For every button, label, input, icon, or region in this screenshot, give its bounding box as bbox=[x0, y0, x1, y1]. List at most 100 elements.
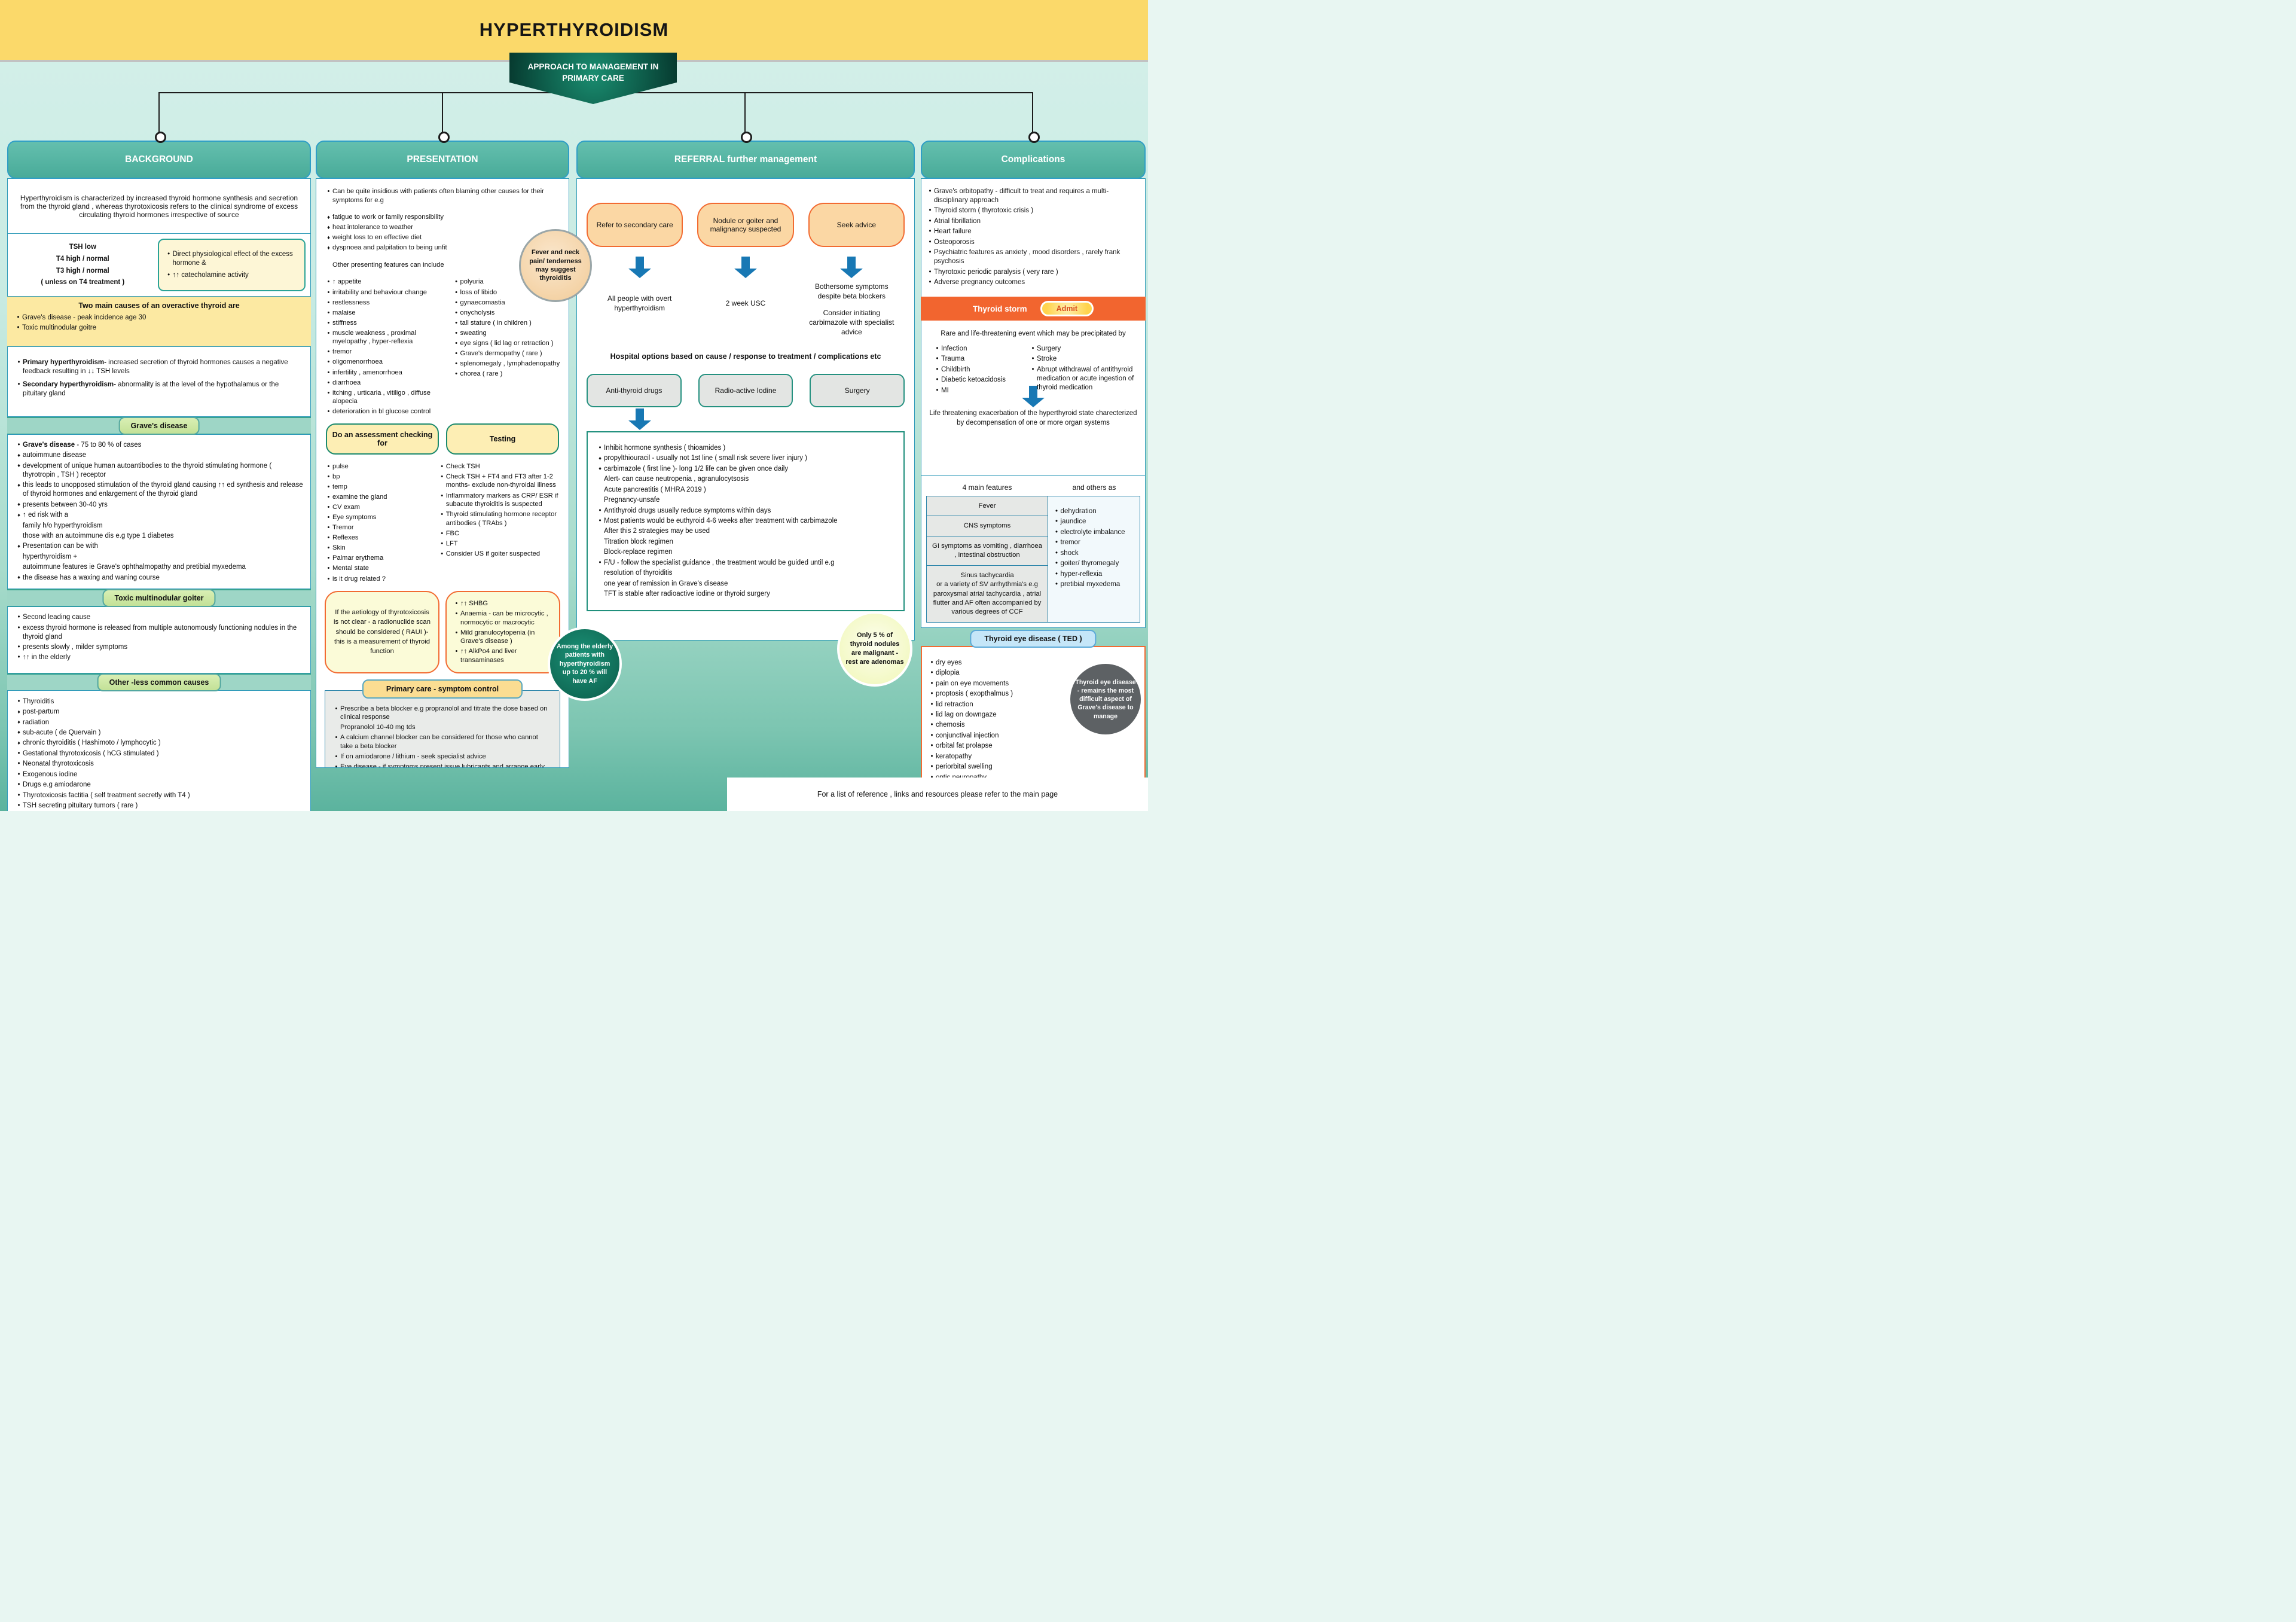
callout-fever-thyroiditis: Fever and neck pain/ tenderness may sugg… bbox=[519, 229, 592, 302]
two-main-causes-box: Two main causes of an overactive thyroid… bbox=[7, 295, 311, 347]
ted-gap: Thyroid eye disease ( TED ) bbox=[921, 628, 1146, 648]
pill-other-less-common-causes: Other -less common causes bbox=[97, 673, 221, 691]
header-background: BACKGROUND bbox=[7, 141, 311, 179]
section-referral: REFERRAL further management Refer to sec… bbox=[576, 141, 915, 641]
labs-box: •↑↑ SHBG•Anaemia - can be microcytic , n… bbox=[445, 590, 560, 673]
treatment-arrow-row bbox=[587, 408, 905, 431]
connector-drop-background bbox=[158, 92, 160, 134]
connector-drop-presentation bbox=[442, 92, 443, 134]
assessment-testing-columns: •pulse•bp•temp•examine the gland•CV exam… bbox=[325, 461, 560, 584]
connector-drop-referral bbox=[744, 92, 746, 134]
two-main-causes-list: •Grave's disease - peak incidence age 30… bbox=[17, 313, 146, 331]
assessment-title-box: Do an assessment checking for bbox=[326, 423, 439, 455]
assessment-list: •pulse•bp•temp•examine the gland•CV exam… bbox=[327, 462, 387, 583]
tmg-list: •Second leading cause•excess thyroid hor… bbox=[7, 606, 311, 673]
section-presentation: PRESENTATION •Can be quite insidious wit… bbox=[316, 141, 569, 768]
caption-overt: All people with overt hyperthyroidism bbox=[607, 294, 672, 312]
surgery-box: Surgery bbox=[810, 374, 905, 408]
storm-intro: Rare and life-threatening event which ma… bbox=[941, 330, 1126, 337]
connector-node bbox=[1028, 132, 1040, 143]
ted-list: •dry eyes•diplopia•pain on eye movements… bbox=[930, 658, 1013, 781]
background-intro: Hyperthyroidism is characterized by incr… bbox=[7, 178, 311, 234]
connector-drop-complications bbox=[1032, 92, 1033, 134]
raui-box: If the aetiology of thyrotoxicosis is no… bbox=[325, 590, 439, 673]
pill-toxic-multinodular-goiter: Toxic multinodular goiter bbox=[102, 589, 216, 608]
others-list: •dehydration•jaundice•electrolyte imbala… bbox=[1047, 495, 1140, 623]
precipitant-columns: •Infection•Trauma•Childbirth•Diabetic ke… bbox=[927, 343, 1139, 397]
section-complications: Complications •Grave's orbitopathy - dif… bbox=[921, 141, 1146, 811]
symptom-list-right: •polyuria•loss of libido•gynaecomastia•o… bbox=[455, 278, 560, 377]
complications-list: •Grave's orbitopathy - difficult to trea… bbox=[921, 178, 1146, 298]
header-referral: REFERRAL further management bbox=[576, 141, 915, 179]
features-label: 4 main features bbox=[962, 483, 1012, 492]
page-title: HYPERTHYROIDISM bbox=[479, 19, 669, 40]
pill-graves-disease: Grave's disease bbox=[118, 417, 200, 435]
divider-band: Other -less common causes bbox=[7, 673, 311, 691]
divider-band: Grave's disease bbox=[7, 417, 311, 435]
nodule-goiter-box: Nodule or goiter and malignancy suspecte… bbox=[697, 202, 794, 247]
connector-node bbox=[155, 132, 166, 143]
arrow-down-icon bbox=[1022, 386, 1045, 408]
caption-bothersome: Bothersome symptoms despite beta blocker… bbox=[814, 282, 889, 300]
admit-badge: Admit bbox=[1040, 301, 1094, 316]
callout-elderly-af: Among the elderly patients with hyperthy… bbox=[548, 627, 622, 701]
pill-primary-care-symptom-control: Primary care - symptom control bbox=[362, 679, 523, 699]
arrow-down-icon bbox=[628, 256, 651, 278]
footer-note: For a list of reference , links and reso… bbox=[727, 778, 1148, 811]
infographic-page: HYPERTHYROIDISM APPROACH TO MANAGEMENT I… bbox=[0, 0, 1148, 811]
callout-only5-nodules: Only 5 % of thyroid nodules are malignan… bbox=[837, 611, 912, 687]
thyroid-storm-box: Rare and life-threatening event which ma… bbox=[921, 319, 1146, 477]
storm-arrow bbox=[927, 386, 1139, 408]
features-labels: 4 main features and others as bbox=[926, 483, 1140, 492]
thyroid-storm-label: Thyroid storm bbox=[972, 304, 1027, 313]
storm-result-text: Life threatening exacerbation of the hyp… bbox=[929, 410, 1137, 427]
divider-band: Toxic multinodular goiter bbox=[7, 589, 311, 608]
caption-2week-usc: 2 week USC bbox=[725, 298, 766, 307]
primary-secondary-box: •Primary hyperthyroidism- increased secr… bbox=[7, 346, 311, 417]
caption-carbimazole: Consider initiating carbimazole with spe… bbox=[809, 308, 894, 337]
symptom-columns: •↑ appetite•irritability and behaviour c… bbox=[325, 276, 560, 417]
two-main-causes-title: Two main causes of an overactive thyroid… bbox=[78, 301, 240, 310]
footer-text: For a list of reference , links and reso… bbox=[817, 790, 1058, 798]
others-label: and others as bbox=[1072, 483, 1116, 492]
header-complications: Complications bbox=[921, 141, 1146, 179]
testing-list: •Check TSH•Check TSH + FT4 and FT3 after… bbox=[441, 462, 558, 557]
arrow-down-icon bbox=[628, 408, 651, 431]
radioactive-iodine-box: Radio-active Iodine bbox=[698, 374, 793, 408]
symptom-list-left: •↑ appetite•irritability and behaviour c… bbox=[327, 278, 431, 416]
symptom-control-box: •Prescribe a beta blocker e.g propranolo… bbox=[325, 690, 560, 767]
assessment-testing-titles: Do an assessment checking for Testing bbox=[326, 423, 559, 455]
connector-node bbox=[438, 132, 450, 143]
connector-node bbox=[741, 132, 752, 143]
treatment-option-boxes: Anti-thyroid drugs Radio-active Iodine S… bbox=[587, 374, 905, 408]
hormone-effects-box: •Direct physiological effect of the exce… bbox=[157, 239, 306, 291]
arrow-down-icon bbox=[734, 256, 757, 278]
refer-secondary-care-box: Refer to secondary care bbox=[587, 202, 683, 247]
referral-captions: All people with overt hyperthyroidism 2 … bbox=[587, 282, 905, 337]
caption-seek-advice: Bothersome symptoms despite beta blocker… bbox=[799, 282, 905, 337]
anti-thyroid-drugs-box: Anti-thyroid drugs bbox=[587, 374, 682, 408]
section-background: BACKGROUND Hyperthyroidism is characteri… bbox=[7, 141, 311, 811]
other-causes-list: •Thyroiditis♦post-partum♦radiation♦sub-a… bbox=[7, 690, 311, 811]
seek-advice-box: Seek advice bbox=[808, 202, 905, 247]
raui-labs-row: If the aetiology of thyrotoxicosis is no… bbox=[325, 590, 560, 673]
banner-approach: APPROACH TO MANAGEMENT IN PRIMARY CARE bbox=[509, 53, 677, 104]
presentation-body: •Can be quite insidious with patients of… bbox=[316, 178, 569, 768]
graves-detail-list: •Grave's disease - 75 to 80 % of cases♦a… bbox=[7, 434, 311, 590]
callout-ted-difficult: Thyroid eye disease - remains the most d… bbox=[1070, 664, 1141, 735]
thyroid-storm-banner: Thyroid storm Admit bbox=[921, 297, 1146, 321]
presentation-intro-list: •Can be quite insidious with patients of… bbox=[327, 188, 544, 269]
antithyroid-details-box: •Inhibit hormone synthesis ( thioamides … bbox=[587, 431, 905, 611]
referral-body: Refer to secondary care Nodule or goiter… bbox=[576, 178, 915, 641]
precipitants-left: •Infection•Trauma•Childbirth•Diabetic ke… bbox=[936, 345, 1006, 394]
pill-thyroid-eye-disease: Thyroid eye disease ( TED ) bbox=[970, 629, 1097, 648]
testing-title-box: Testing bbox=[446, 423, 559, 455]
raui-text: If the aetiology of thyrotoxicosis is no… bbox=[333, 608, 430, 655]
background-intro-text: Hyperthyroidism is characterized by incr… bbox=[20, 193, 298, 219]
referral-arrows bbox=[587, 256, 905, 278]
